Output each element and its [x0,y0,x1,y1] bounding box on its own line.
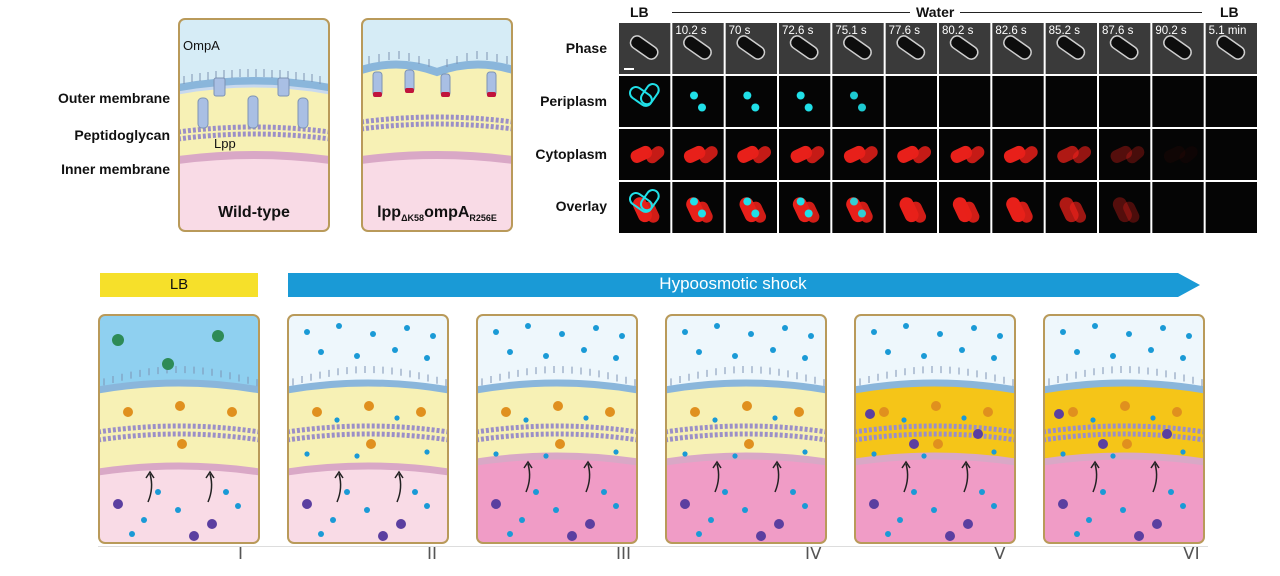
micrograph-cell [831,181,885,234]
stage-label: VI [1183,544,1200,564]
micrograph-cell [1044,128,1098,181]
micrograph-cell [938,128,992,181]
micrograph-grid [618,22,1258,234]
micrograph-cell [1044,181,1098,234]
micrograph-cell [991,181,1045,234]
lpp-label: Lpp [214,136,236,151]
stage-panel-V [854,314,1016,544]
time-label: 87.6 s [1102,25,1134,37]
mutant-ompa-sub: R256E [469,213,497,224]
micrograph-cell [724,181,778,234]
stage-baseline [98,546,1208,547]
row-label-periplasm: Periplasm [540,93,607,109]
time-label: 77.6 s [888,25,920,37]
stage-panel-IV [665,314,827,544]
micrograph-cell [1098,128,1152,181]
mutant-lpp: lpp [377,204,402,221]
time-label: 72.6 s [782,25,814,37]
hypoosmotic-shock-label: Hypoosmotic shock [659,274,807,293]
stage-label: III [616,544,632,564]
stage-label: I [238,544,244,564]
micrograph-cell [991,22,1045,75]
micrograph-cell [884,22,938,75]
micrograph-cell [831,75,885,128]
micrograph-cell [884,181,938,234]
micrograph-cell [884,128,938,181]
micrograph-cell [1151,128,1205,181]
row-label-phase: Phase [565,40,607,56]
micrograph-cell [938,22,992,75]
micrograph-cell [1098,22,1152,75]
inner-membrane-label: Inner membrane [61,161,170,177]
mutant-ompa: ompA [424,204,470,221]
micrograph-cell [1151,181,1205,234]
scale-bar [624,68,634,70]
micrograph-cell [671,181,725,234]
time-label: 90.2 s [1155,25,1187,37]
micrograph-cell [938,75,992,128]
time-label: 85.2 s [1048,25,1080,37]
stage-label: V [994,544,1006,564]
ompa-label: OmpA [183,38,220,53]
micrograph-cell [1098,75,1152,128]
time-label: 10.2 s [675,25,707,37]
stage-panel-II [287,314,449,544]
micrograph-cell [831,128,885,181]
micrograph-cell [724,22,778,75]
wild-type-caption: Wild-type [218,204,290,221]
micrograph-cell [671,128,725,181]
micrograph-cell [778,22,832,75]
time-label: 5.1 min [1208,25,1247,37]
micrograph-cell [884,75,938,128]
micrograph-cell [1151,22,1205,75]
stage-panel-III [476,314,638,544]
micrograph-cell [1151,75,1205,128]
micrograph-cell [831,22,885,75]
micrograph-cell [991,128,1045,181]
micrograph-cell [1044,75,1098,128]
micrograph-cell [1204,128,1258,181]
micrograph-cell [938,181,992,234]
stage-label: II [427,544,438,564]
time-label: 70 s [728,25,751,37]
micrograph-cell [778,181,832,234]
time-label: 82.6 s [995,25,1027,37]
micrograph-cell [778,75,832,128]
micrograph-water: Water [910,4,961,20]
time-label: 75.1 s [835,25,867,37]
micrograph-cell [724,128,778,181]
time-label: 80.2 s [942,25,974,37]
micrograph-cell [1044,22,1098,75]
micrograph-cell [778,128,832,181]
micrograph-lb-left: LB [630,4,649,20]
micrograph-cell [671,22,725,75]
mutant-caption: lppΔK58ompAR256E [361,204,513,223]
micrograph-cell [618,181,672,234]
row-label-cytoplasm: Cytoplasm [535,146,607,162]
mutant-schematic [361,18,513,232]
micrograph-cell [1098,181,1152,234]
micrograph-cell [724,75,778,128]
hypoosmotic-shock-arrow [288,271,1203,299]
lb-bar: LB [100,273,258,297]
micrograph-cell [1204,22,1258,75]
micrograph-cell [671,75,725,128]
micrograph-lb-right: LB [1220,4,1239,20]
micrograph-cell [618,22,672,75]
wild-type-schematic [178,18,330,232]
micrograph-cell [1204,75,1258,128]
stage-panel-I [98,314,260,544]
peptidoglycan-label: Peptidoglycan [74,127,170,143]
row-label-overlay: Overlay [555,198,607,214]
micrograph-cell [618,75,672,128]
micrograph-cell [618,128,672,181]
outer-membrane-label: Outer membrane [57,90,170,106]
mutant-lpp-sub: ΔK58 [401,213,425,224]
micrograph-cell [1204,181,1258,234]
micrograph-cell [991,75,1045,128]
stage-label: IV [805,544,822,564]
stage-panel-VI [1043,314,1205,544]
